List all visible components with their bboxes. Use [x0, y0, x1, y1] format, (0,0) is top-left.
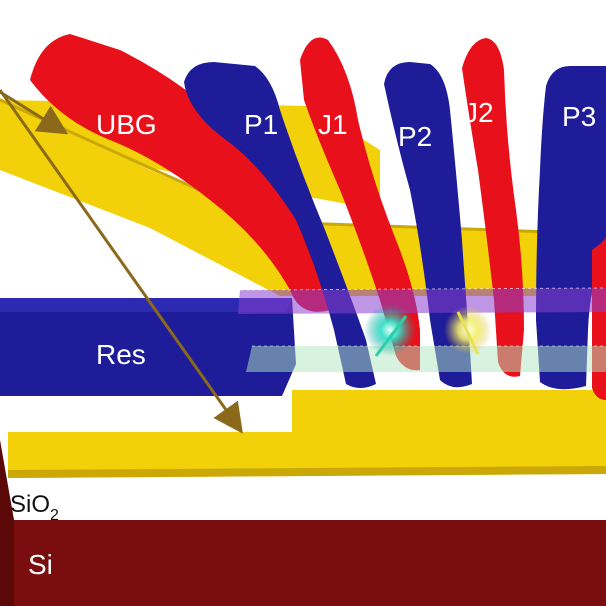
p3-label: P3: [562, 101, 596, 132]
ubg-gate: [30, 34, 330, 312]
upper-overlay-band-edge: [239, 287, 606, 291]
ubg-label: UBG: [96, 109, 157, 140]
cyan-spin-arrow: [374, 315, 408, 357]
right-edge-red-gate: [592, 236, 606, 400]
si-substrate-left-face: [0, 440, 14, 606]
upper-overlay-band: [238, 288, 606, 314]
res-gate: [0, 298, 296, 396]
bottom-gold-layer-edge: [8, 466, 606, 478]
j1-gate: [300, 37, 420, 371]
res-label: Res: [96, 339, 146, 370]
lower-overlay-band: [246, 346, 606, 372]
j2-label: J2: [464, 97, 494, 128]
si-label: Si: [28, 549, 53, 580]
sio2-label-subscript: 2: [50, 507, 59, 524]
sio2-label: SiO2: [10, 491, 59, 524]
sio2-gap: [14, 484, 606, 520]
bottom-gold-layer: [8, 390, 606, 478]
yellow-spin-arrow: [456, 311, 480, 355]
sio2-label-base: SiO: [10, 491, 50, 518]
incoming-arrow-long: [0, 89, 243, 434]
j1-label: J1: [318, 109, 348, 140]
res-gate-top: [0, 298, 292, 312]
cyan-qubit-glow: [364, 304, 416, 356]
si-substrate: [0, 470, 606, 606]
incoming-arrow-upper: [0, 90, 69, 135]
p1-label: P1: [244, 109, 278, 140]
p2-label: P2: [398, 121, 432, 152]
